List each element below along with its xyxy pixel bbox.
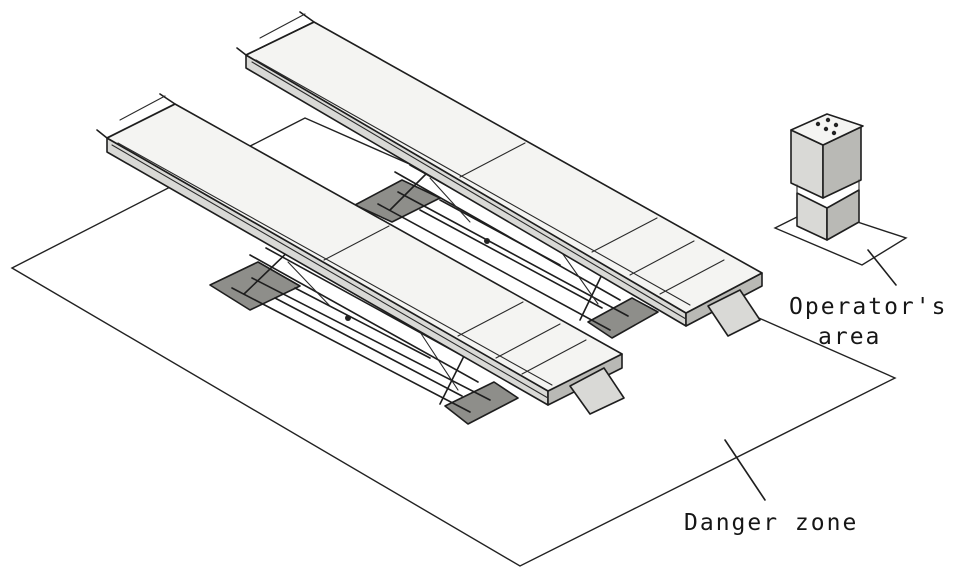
front-runway <box>96 93 625 415</box>
danger-zone-leader <box>724 439 766 501</box>
control-buttons-icon <box>815 117 839 136</box>
danger-zone-label: Danger zone <box>684 510 858 536</box>
front-scissor-frame <box>209 243 519 425</box>
control-console <box>790 113 864 241</box>
operator-area-label-line1: Operator's <box>789 294 947 320</box>
rear-runway <box>236 11 763 337</box>
operator-area-label-line2: area <box>818 324 881 350</box>
operator-area-leader <box>867 249 897 286</box>
